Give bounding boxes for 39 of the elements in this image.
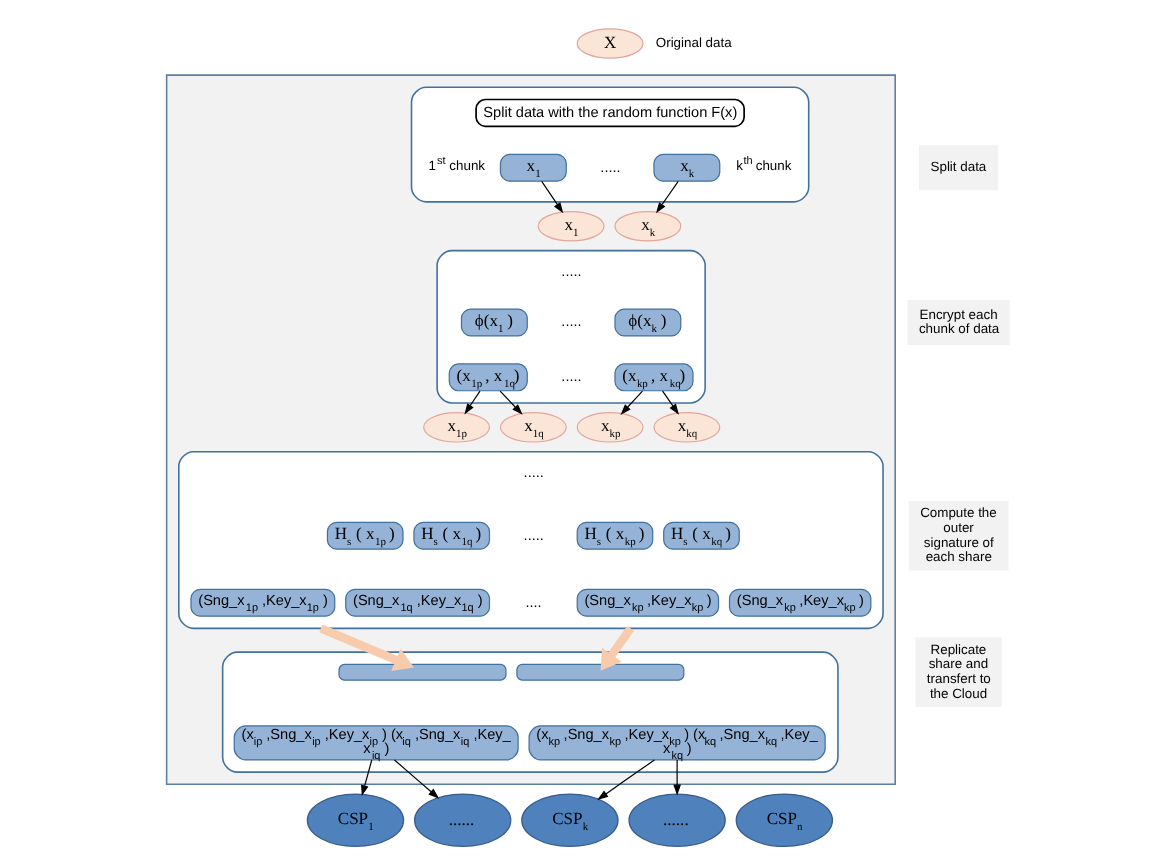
node-ellipse: x$_{kp}$ (575, 412, 643, 443)
node-box: (x$_{kp}$ , x$_{kq}$) (613, 363, 693, 392)
cluster (409, 86, 809, 203)
node-box: x$_{1}$ (498, 153, 566, 182)
arrow (498, 390, 522, 415)
node-ellipse: x$_{1}$ (536, 210, 604, 242)
arrow (599, 625, 634, 671)
node-box: ϕ(x$_{k}$ ) (613, 308, 681, 337)
node-ellipse: ...... (412, 793, 511, 848)
cluster (435, 249, 705, 404)
arrow (661, 390, 678, 415)
arrow (655, 180, 678, 214)
arrow (619, 390, 643, 415)
arrow (540, 180, 563, 214)
node-ellipse: x$_{kq}$ (652, 412, 720, 443)
node-box: x$_{k}$ (652, 153, 720, 182)
node-box: H$_{s}$ ( x$_{kq}$ ) (662, 521, 739, 550)
cluster (177, 450, 883, 630)
arrow (463, 390, 480, 415)
cluster (220, 651, 838, 773)
node-box: (x$_{1p}$ , x$_{1q}$) (447, 363, 527, 392)
node-box: H$_{s}$ ( x$_{1p}$ ) (325, 521, 403, 550)
node-ellipse: CSP$_{n}$ (734, 793, 833, 848)
node-ellipse: ...... (627, 793, 725, 848)
node-ellipse: CSP$_{k}$ (520, 793, 618, 848)
node-ellipse: x$_{1p}$ (422, 412, 490, 443)
node-box: H$_{s}$ ( x$_{1q}$ ) (412, 521, 490, 550)
arrow (360, 759, 372, 797)
node-box (515, 663, 684, 681)
node-ellipse: x$_{k}$ (613, 210, 681, 242)
arrow (392, 759, 439, 799)
node-box: H$_{s}$ ( x$_{kp}$ ) (575, 521, 653, 550)
node-ellipse: x$_{1q}$ (498, 412, 566, 443)
arrow (672, 759, 680, 796)
node-box: ϕ(x$_{1}$ ) (459, 308, 527, 337)
node-ellipse: CSP$_{1}$ (305, 793, 404, 848)
arrow (596, 759, 654, 800)
node-ellipse: X (575, 28, 643, 59)
node-box (337, 663, 506, 681)
